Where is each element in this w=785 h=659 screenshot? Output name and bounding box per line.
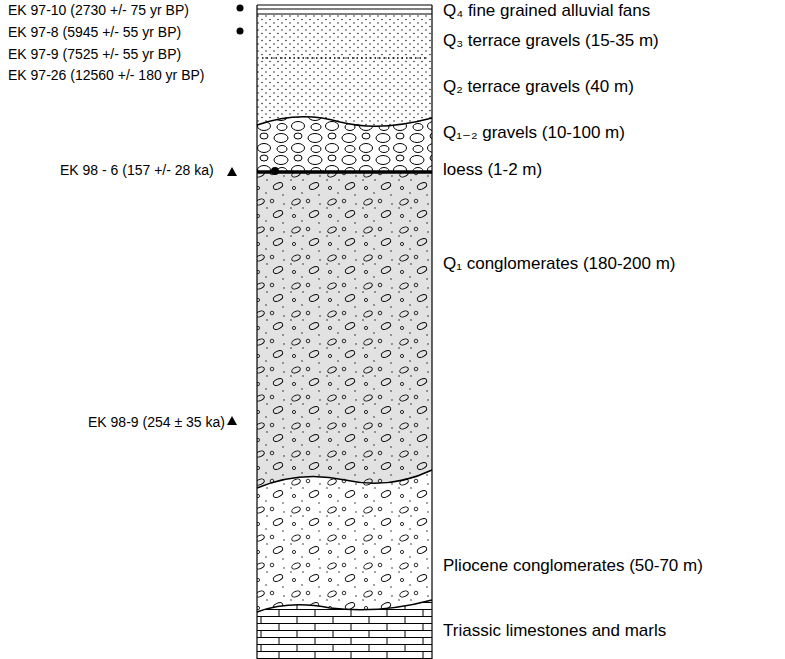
terrace-gravels	[257, 14, 432, 126]
dot-band	[262, 57, 428, 59]
q1-conglomerates	[257, 172, 432, 488]
unit-label: Q₃ terrace gravels (15-35 m)	[443, 31, 659, 51]
sample-markers	[227, 5, 279, 426]
sample-label: EK 97-9 (7525 +/- 55 yr BP)	[8, 46, 181, 62]
unit-label: Pliocene conglomerates (50-70 m)	[443, 556, 703, 576]
unit-label: Q₁₋₂ gravels (10-100 m)	[443, 123, 625, 143]
sample-label: EK 97-26 (12560 +/- 180 yr BP)	[8, 67, 205, 83]
q1-fill	[257, 172, 432, 488]
q4-layer	[257, 5, 432, 14]
sample-label: EK 98-9 (254 ± 35 ka)	[88, 414, 225, 430]
unit-label: Q₄ fine grained alluvial fans	[443, 1, 650, 21]
sample-label: EK 97-8 (5945 +/- 55 yr BP)	[8, 24, 181, 40]
unit-label: Triassic limestones and marls	[443, 621, 666, 641]
sample-label: EK 97-10 (2730 +/- 75 yr BP)	[8, 2, 189, 18]
unit-label: Q₁ conglomerates (180-200 m)	[443, 254, 676, 274]
q12-gravels	[257, 117, 432, 172]
triassic-limestone	[257, 600, 432, 659]
sample-label: EK 98 - 6 (157 +/- 28 ka)	[60, 162, 214, 178]
boundaries	[257, 5, 432, 659]
pliocene-conglomerates	[257, 470, 432, 612]
unit-label: loess (1-2 m)	[443, 160, 542, 180]
unit-label: Q₂ terrace gravels (40 m)	[443, 77, 634, 97]
